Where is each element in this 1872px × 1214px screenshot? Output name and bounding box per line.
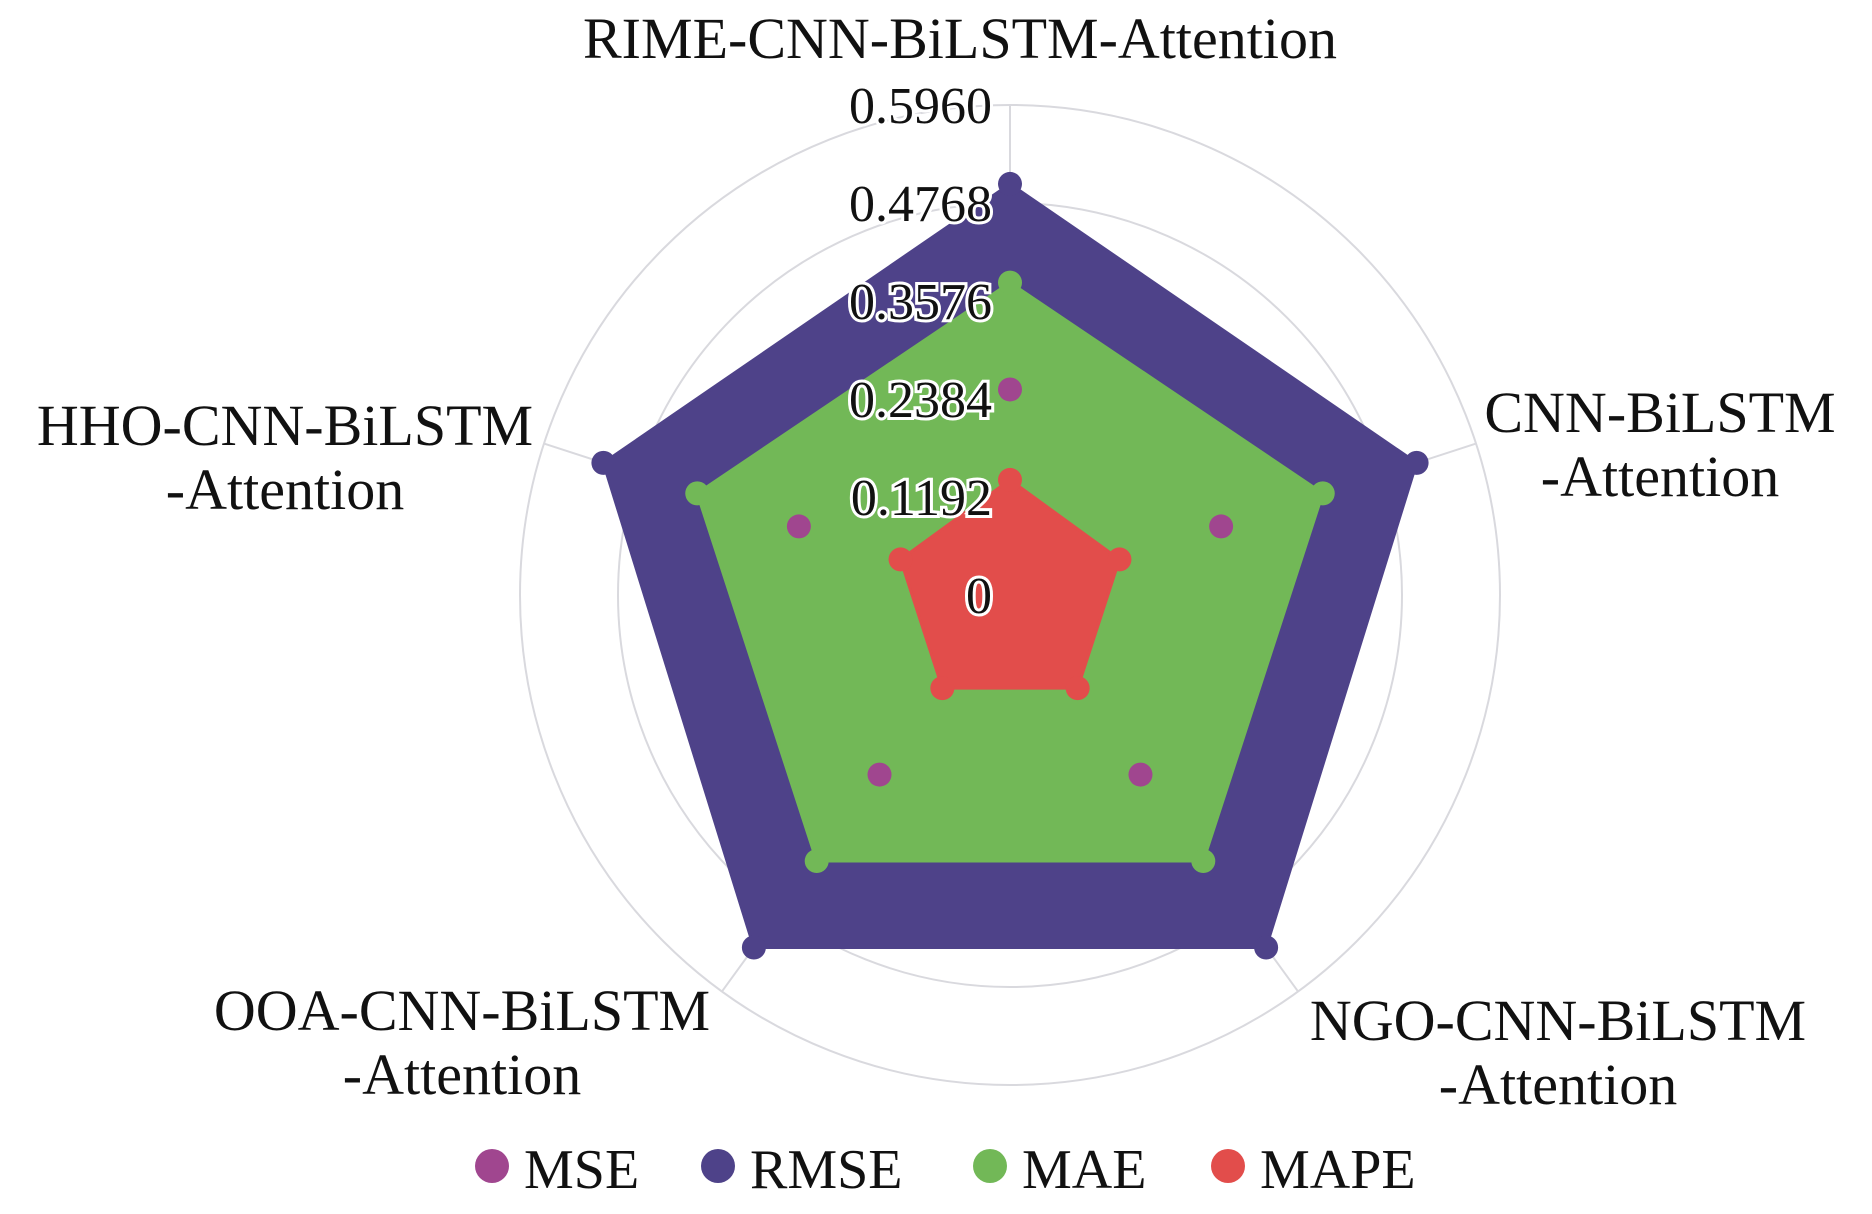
tick-label: 0 (966, 568, 992, 625)
data-point-mape (1107, 547, 1132, 572)
series-layer (591, 171, 1429, 960)
data-point-rmse (591, 450, 616, 475)
data-point-rmse (1254, 935, 1279, 960)
legend: MSE RMSE MAE MAPE (475, 1139, 1416, 1201)
axis-label: RIME-CNN-BiLSTM-Attention (583, 6, 1337, 71)
legend-marker-mse (475, 1149, 509, 1183)
axis-label: NGO-CNN-BiLSTM-Attention (1310, 988, 1806, 1117)
data-point-mae (1310, 481, 1335, 506)
tick-label: 0.2384 (849, 372, 992, 429)
axis-label: OOA-CNN-BiLSTM-Attention (214, 978, 710, 1107)
axis-label: HHO-CNN-BiLSTM-Attention (37, 393, 533, 522)
data-point-mae (1191, 849, 1216, 874)
data-point-rmse (1404, 450, 1429, 475)
data-point-mse (1128, 762, 1153, 787)
tick-label: 0.5960 (849, 78, 992, 135)
data-point-mse (786, 514, 811, 539)
tick-label: 0.4768 (849, 176, 992, 233)
legend-marker-rmse (701, 1149, 735, 1183)
data-point-mse (1209, 514, 1234, 539)
tick-label-layer: 0 0.1192 0.2384 0.3576 0.4768 0.5960 (846, 75, 995, 628)
series-area-mape (899, 478, 1121, 690)
data-point-mape (1065, 676, 1090, 701)
tick-label: 0.1192 (851, 470, 992, 527)
legend-label-rmse: RMSE (750, 1139, 903, 1201)
tick-label: 0.3576 (849, 274, 992, 331)
data-point-mae (804, 849, 829, 874)
data-point-mape (888, 547, 913, 572)
legend-marker-mape (1211, 1149, 1245, 1183)
data-point-mape (930, 676, 955, 701)
legend-label-mape: MAPE (1260, 1139, 1416, 1201)
data-point-mae (685, 481, 710, 506)
data-point-mae (998, 270, 1022, 295)
data-point-mse (867, 762, 892, 787)
data-point-mape (998, 467, 1022, 492)
data-point-rmse (998, 171, 1022, 196)
legend-marker-mae (973, 1149, 1007, 1183)
data-point-mse (998, 377, 1022, 402)
data-point-rmse (741, 935, 766, 960)
legend-label-mae: MAE (1022, 1139, 1146, 1201)
axis-label-layer: RIME-CNN-BiLSTM-AttentionCNN-BiLSTM-Atte… (37, 6, 1836, 1117)
axis-label: CNN-BiLSTM-Attention (1484, 380, 1835, 509)
legend-label-mse: MSE (524, 1139, 639, 1201)
